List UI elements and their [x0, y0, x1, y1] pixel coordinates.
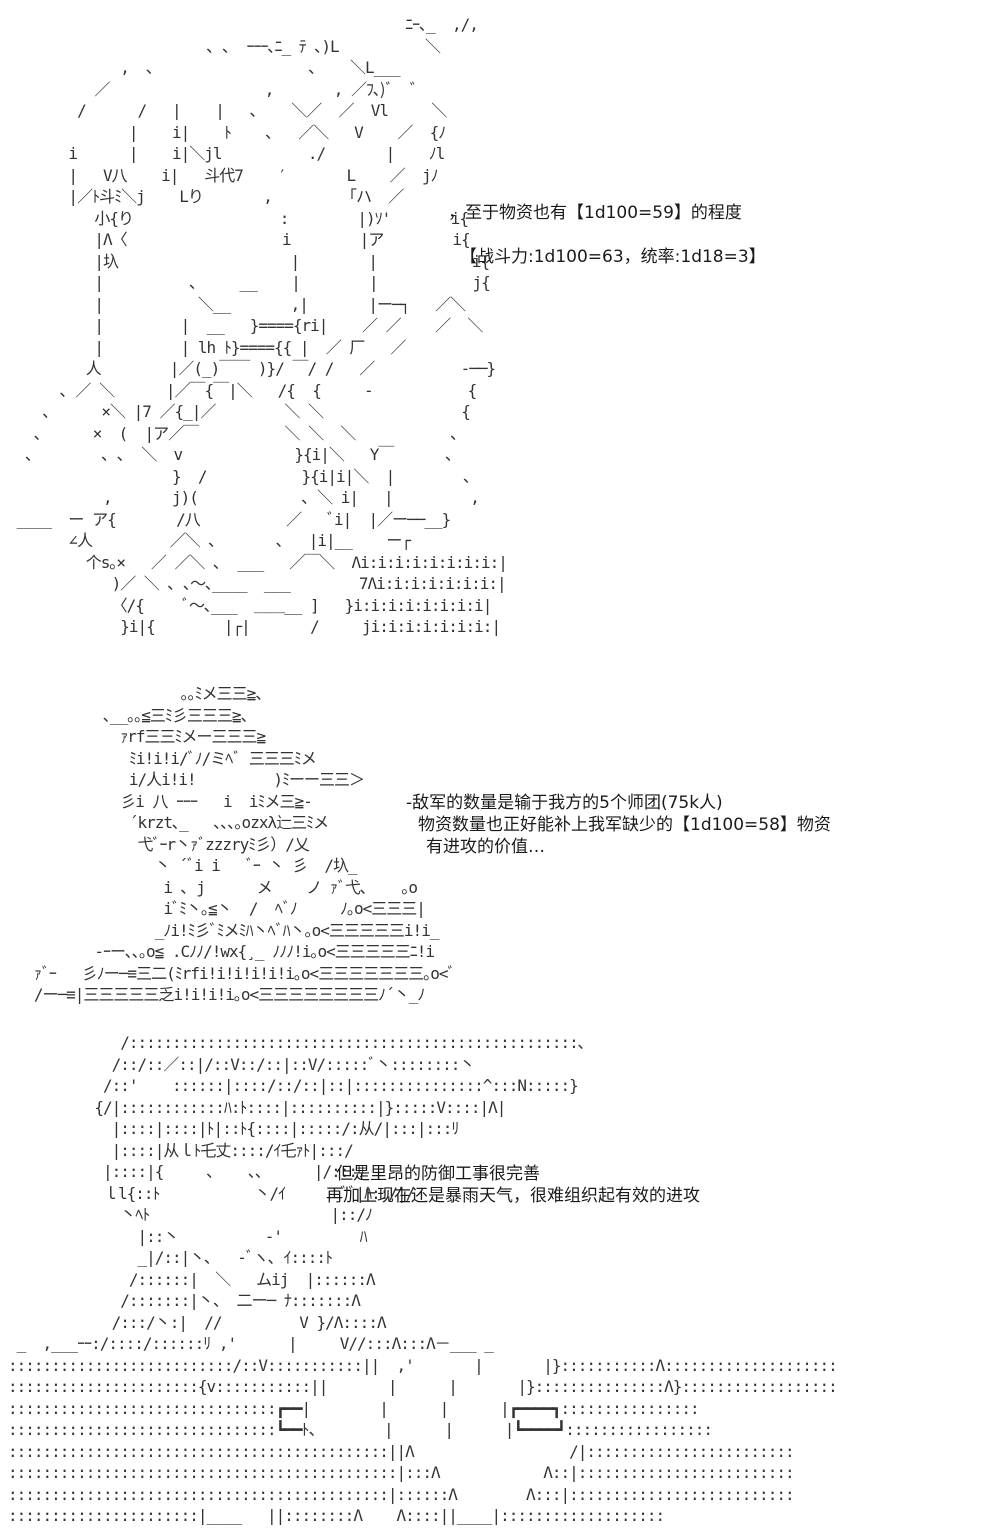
narration-line-1: ，至于物资也有【1d100=59】的程度: [448, 203, 742, 223]
narration-line-7: 再加上现在还是暴雨天气，很难组织起有效的进攻: [326, 1186, 700, 1206]
narration-line-6: 但是里昂的防御工事很完善: [336, 1164, 540, 1184]
narration-line-4: 物资数量也正好能补上我军缺少的【1d100=58】物资: [418, 815, 831, 835]
narration-line-2: 【战斗力:1d100=63，统率:1d18=3】: [460, 247, 766, 267]
ascii-art-panel-officer: ﾆｰ､_ ,/, ､ ､ ｰｰｰ､ﾆ_ ﾃ ､)L ＼ , ､ ､ ＼L___ …: [16, 15, 508, 636]
ascii-art-panel-general: ｡｡ﾐメ三三≧、 ､__｡｡≦三ﾐ彡三三三≧、 ｧrf三三ﾐメー三三三≧ ﾐi!…: [33, 684, 456, 1004]
ascii-art-panel-commander: /:::::::::::::::::::::::::::::::::::::::…: [8, 1033, 838, 1525]
narration-line-5: 有进攻的价值…: [426, 837, 545, 857]
narration-line-3: -敌军的数量是输于我方的5个师团(75k人): [406, 793, 723, 813]
